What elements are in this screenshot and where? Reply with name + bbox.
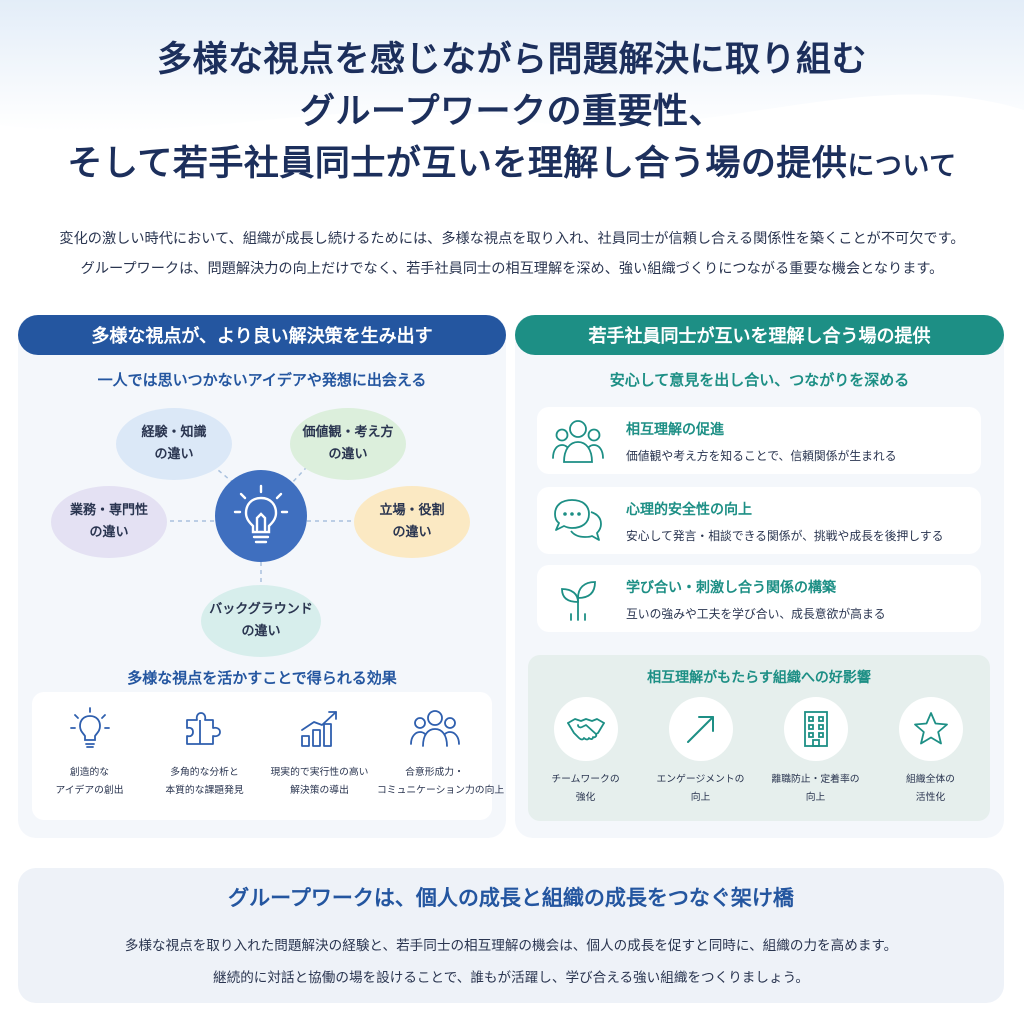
title-line-3-suffix: について — [847, 151, 957, 182]
bubble-experience-knowledge: 経験・知識 の違い — [116, 408, 232, 480]
org-impact-box: 相互理解がもたらす組織への好影響 チームワークの 強化 — [528, 655, 990, 821]
growth-chart-icon — [300, 711, 337, 747]
bubble-line: 業務・専門性 — [69, 503, 148, 518]
group-icon — [409, 710, 460, 747]
title-line-1: 多様な視点を感じながら問題解決に取り組む — [156, 40, 867, 80]
org-label: 離職防止・定着率の 向上 — [758, 771, 873, 807]
org-item-retention: 離職防止・定着率の 向上 — [758, 697, 873, 807]
handshake-icon — [566, 718, 605, 741]
org-impact-title: 相互理解がもたらす組織への好影響 — [647, 670, 871, 686]
left-panel-header: 多様な視点が、より良い解決策を生み出す — [18, 315, 506, 355]
effect-solutions: 現実的で実行性の高い 解決策の導出 — [262, 706, 377, 800]
footer-line-2: 継続的に対話と協働の場を設けることで、誰もが活躍し、学び合える強い組織をつくりま… — [213, 970, 809, 986]
right-panel-header: 若手社員同士が互いを理解し合う場の提供 — [515, 315, 1004, 355]
effect-label-line: 本質的な課題発見 — [165, 785, 244, 796]
bubble-line: 価値観・考え方 — [302, 425, 394, 440]
effect-label-line: 多角的な分析と — [170, 767, 239, 778]
org-icon-circle — [553, 697, 618, 761]
effect-label: 創造的な アイデアの創出 — [32, 764, 147, 800]
bubble-line: 経験・知識 — [141, 425, 207, 440]
left-panel-subtitle: 一人では思いつかないアイデアや発想に出会える — [97, 371, 427, 389]
bubble-business-expertise: 業務・専門性 の違い — [51, 486, 167, 558]
org-label: エンゲージメントの 向上 — [643, 771, 758, 807]
footer-title: グループワークは、個人の成長と組織の成長をつなぐ架け橋 — [228, 886, 794, 910]
effect-label: 現実的で実行性の高い 解決策の導出 — [262, 764, 377, 800]
effect-communication: 合意形成力・ コミュニケーション力の向上 — [377, 706, 505, 800]
intro-line-2: グループワークは、問題解決力の向上だけでなく、若手社員同士の相互理解を深め、強い… — [80, 261, 944, 277]
card-title: 相互理解の促進 — [626, 422, 724, 438]
org-label-line: 強化 — [575, 792, 596, 803]
effect-label: 多角的な分析と 本質的な課題発見 — [147, 764, 262, 800]
connector-lines — [170, 454, 354, 587]
effects-title: 多様な視点を活かすことで得られる効果 — [127, 669, 397, 687]
card-learning-together: 学び合い・刺激し合う関係の構築 互いの強みや工夫を学び合い、成長意欲が高まる — [537, 565, 981, 632]
card-desc: 互いの強みや工夫を学び合い、成長意欲が高まる — [626, 607, 886, 621]
card-title: 学び合い・刺激し合う関係の構築 — [626, 580, 836, 596]
org-label-line: エンゲージメントの — [656, 774, 745, 785]
org-label-line: 向上 — [805, 792, 826, 803]
page-title: 多様な視点を感じながら問題解決に取り組む グループワークの重要性、 そして若手社… — [0, 34, 1024, 193]
effect-analysis: 多角的な分析と 本質的な課題発見 — [147, 706, 262, 800]
sprout-icon — [561, 581, 596, 621]
background-wave — [0, 0, 1024, 132]
card-psychological-safety: 心理的安全性の向上 安心して発言・相談できる関係が、挑戦や成長を後押しする — [537, 487, 981, 554]
card-desc: 価値観や考え方を知ることで、信頼関係が生まれる — [626, 449, 897, 463]
effect-label-line: アイデアの創出 — [55, 785, 124, 796]
footer-text: 多様な視点を取り入れた問題解決の経験と、若手同士の相互理解の機会は、個人の成長を… — [18, 930, 1004, 994]
title-line-2: グループワークの重要性、 — [300, 92, 724, 132]
intro-text: 変化の激しい時代において、組織が成長し続けるためには、多様な視点を取り入れ、社員… — [0, 224, 1024, 284]
effect-creative-ideas: 創造的な アイデアの創出 — [32, 706, 147, 800]
bubble-values-thinking: 価値観・考え方 の違い — [290, 408, 406, 480]
effect-label-line: コミュニケーション力の向上 — [377, 785, 505, 796]
org-item-teamwork: チームワークの 強化 — [528, 697, 643, 807]
org-label-line: 活性化 — [915, 792, 946, 803]
org-label: 組織全体の 活性化 — [873, 771, 988, 807]
org-icon-circle — [668, 697, 733, 761]
bubble-line: の違い — [241, 624, 281, 639]
bubble-line: バックグラウンド — [209, 602, 313, 617]
intro-line-1: 変化の激しい時代において、組織が成長し続けるためには、多様な視点を取り入れ、社員… — [59, 231, 965, 247]
bubble-line: の違い — [328, 447, 368, 462]
mutual-understanding-panel: 若手社員同士が互いを理解し合う場の提供 安心して意見を出し合い、つながりを深める… — [515, 315, 1004, 838]
footer-line-1: 多様な視点を取り入れた問題解決の経験と、若手同士の相互理解の機会は、個人の成長を… — [124, 938, 898, 954]
diverse-perspectives-panel: 多様な視点が、より良い解決策を生み出す 一人では思いつかないアイデアや発想に出会… — [18, 315, 506, 838]
org-icon-circle — [898, 697, 963, 761]
title-line-3: そして若手社員同士が互いを理解し合う場の提供について — [0, 138, 1024, 193]
bubble-background: バックグラウンド の違い — [201, 585, 321, 657]
bubble-line: の違い — [89, 525, 129, 540]
bubble-position-role: 立場・役割 の違い — [354, 486, 470, 558]
effect-label-line: 現実的で実行性の高い — [270, 767, 369, 778]
center-bulb — [215, 470, 307, 562]
org-label-line: 向上 — [690, 792, 711, 803]
puzzle-icon — [185, 712, 221, 745]
card-title: 心理的安全性の向上 — [626, 502, 752, 518]
bubble-line: の違い — [154, 447, 194, 462]
footer-summary: グループワークは、個人の成長と組織の成長をつなぐ架け橋 多様な視点を取り入れた問… — [18, 868, 1004, 1003]
arrow-up-icon — [686, 716, 714, 743]
lightbulb-icon — [69, 707, 110, 748]
effect-label-line: 合意形成力・ — [405, 767, 464, 778]
org-icon-circle — [783, 697, 848, 761]
effect-label-line: 創造的な — [69, 767, 110, 778]
org-item-engagement: エンゲージメントの 向上 — [643, 697, 758, 807]
bubble-line: の違い — [392, 525, 432, 540]
card-desc: 安心して発言・相談できる関係が、挑戦や成長を後押しする — [626, 529, 944, 543]
effect-label: 合意形成力・ コミュニケーション力の向上 — [377, 764, 505, 800]
building-icon — [803, 711, 828, 747]
effects-card: 創造的な アイデアの創出 多角的な分析と 本質的な課題発見 — [32, 692, 505, 820]
star-icon — [913, 712, 948, 745]
title-line-3-main: そして若手社員同士が互いを理解し合う場の提供 — [67, 144, 848, 184]
bubble-line: 立場・役割 — [379, 503, 445, 518]
people-icon — [552, 420, 604, 463]
org-label-line: 離職防止・定着率の — [771, 774, 860, 785]
chat-bubbles-icon — [554, 499, 602, 541]
org-item-activation: 組織全体の 活性化 — [873, 697, 988, 807]
card-mutual-understanding: 相互理解の促進 価値観や考え方を知ることで、信頼関係が生まれる — [537, 407, 981, 474]
org-label-line: 組織全体の — [906, 774, 955, 785]
org-label-line: チームワークの — [551, 774, 620, 785]
lightbulb-icon — [233, 484, 289, 544]
effect-label-line: 解決策の導出 — [290, 785, 349, 796]
org-label: チームワークの 強化 — [528, 771, 643, 807]
right-panel-subtitle: 安心して意見を出し合い、つながりを深める — [609, 371, 910, 389]
